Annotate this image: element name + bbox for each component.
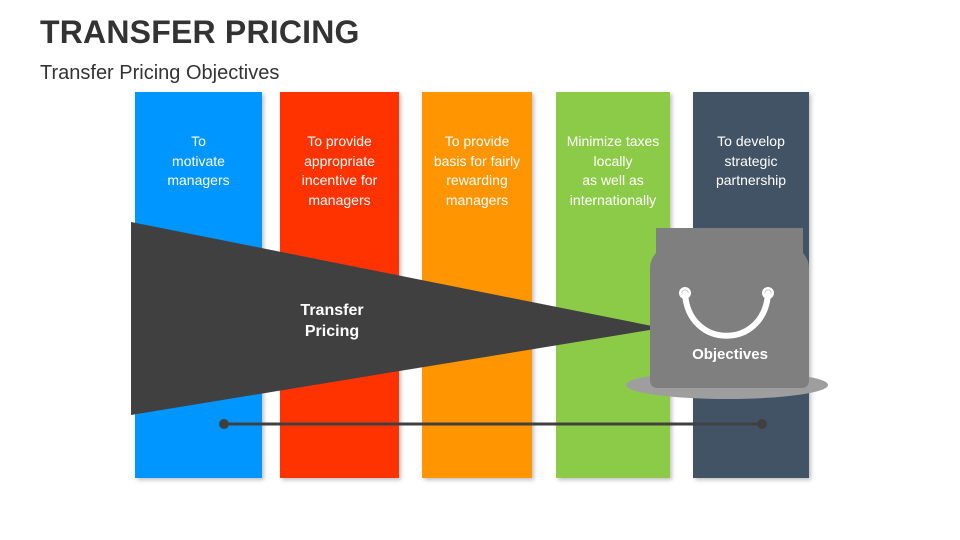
funnel-shape <box>131 222 662 415</box>
page-subtitle: Transfer Pricing Objectives <box>40 62 280 84</box>
objective-text-2: To provide appropriate incentive for man… <box>301 133 378 208</box>
objective-text-1: To motivate managers <box>167 133 230 188</box>
page-title: TRANSFER PRICING <box>40 14 360 50</box>
bag-label: Objectives <box>692 346 768 363</box>
connector-dot-right <box>757 419 767 429</box>
objective-text-5: To develop strategic partnership <box>715 133 787 188</box>
objective-text-3: To provide basis for fairly rewarding ma… <box>433 133 521 208</box>
shopping-bag-icon <box>650 228 809 388</box>
funnel-label: Transfer Pricing <box>300 302 364 340</box>
connector-dot-left <box>219 419 229 429</box>
objective-text-4: Minimize taxes locally as well as intern… <box>566 133 660 208</box>
